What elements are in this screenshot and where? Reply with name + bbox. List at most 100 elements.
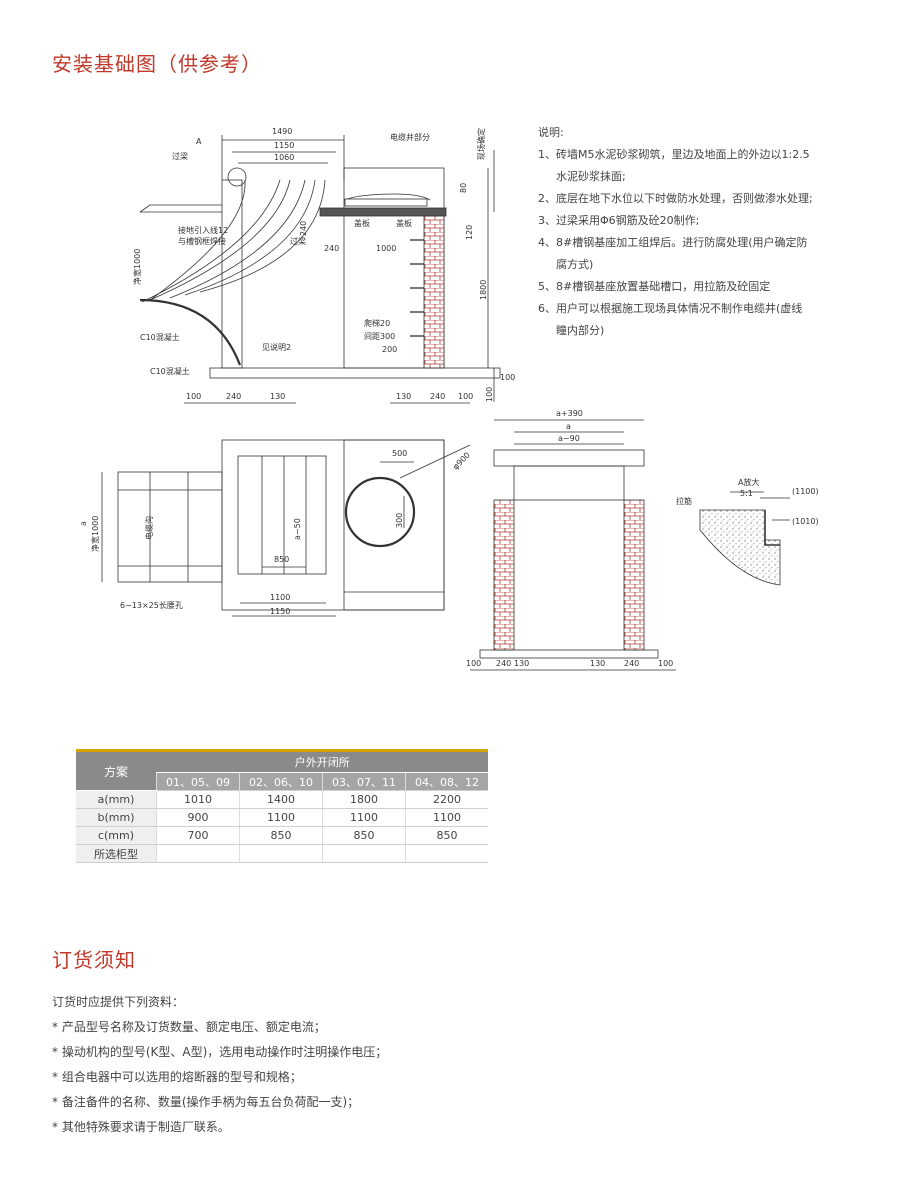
table-span-header: 户外开闭所: [156, 752, 488, 773]
section-labels: a+390 a a−90 100 240 130 130 240 100: [466, 409, 673, 668]
label-c10-2: C10混凝土: [150, 366, 190, 376]
label-A: A: [196, 137, 202, 146]
installation-drawing: A 过梁 1490 1150 1060 电缆井部分 现场确定 80 盖板 盖板 …: [79, 127, 819, 671]
dim-bot-l1: 240: [226, 392, 241, 401]
cell: 1400: [239, 790, 323, 809]
label-cable-trench: 电缆沟: [144, 516, 154, 540]
cell: 1100: [239, 808, 323, 827]
label-clear-width2: 净宽1000: [90, 516, 100, 552]
wire-note1: 接地引入线12: [178, 225, 228, 235]
note-line: 2、底层在地下水位以下时做防水处理，否则做渗水处理;: [538, 192, 813, 205]
cell: [239, 844, 323, 863]
cell: 1800: [322, 790, 406, 809]
order-item: * 其他特殊要求请于制造厂联系。: [52, 1120, 230, 1134]
label-cable-well: 电缆井部分: [390, 132, 430, 142]
note-line: 腐方式): [556, 258, 594, 271]
scheme-header: 02、06、10: [239, 772, 323, 791]
label-beam2: 过梁: [290, 236, 306, 246]
row-label: 所选柜型: [76, 844, 157, 863]
dim-sec-0: 100: [466, 659, 481, 668]
wire-note2: 与槽钢框焊接: [178, 236, 226, 246]
cell: 1010: [156, 790, 240, 809]
detail-rebar: 拉筋: [676, 496, 692, 506]
dim-sec-2: 130: [514, 659, 529, 668]
label-cover1: 盖板: [354, 218, 370, 228]
label-ladder2: 间距300: [364, 332, 395, 341]
table-top-rule: [76, 749, 488, 752]
note-line: 水泥砂浆抹面;: [556, 170, 626, 183]
label-c10-1: C10混凝土: [140, 332, 180, 342]
dim-bot-l2: 130: [270, 392, 285, 401]
order-item: * 产品型号名称及订货数量、额定电压、额定电流；: [52, 1020, 326, 1034]
scheme-header: 03、07、11: [322, 772, 406, 791]
dim-1150: 1150: [274, 141, 294, 150]
plan-view: [101, 439, 471, 617]
order-item: * 组合电器中可以选用的熔断器的型号和规格；: [52, 1070, 302, 1084]
cell: [405, 844, 488, 863]
cell: 850: [405, 826, 488, 845]
dim-1060: 1060: [274, 153, 294, 162]
label-see-note: 见说明2: [262, 342, 291, 352]
note-line: 瞳内部分): [556, 324, 605, 337]
dim-sec-5: 100: [658, 659, 673, 668]
dim-850: 850: [274, 555, 289, 564]
row-label: b(mm): [76, 808, 157, 827]
dim-bot-r1: 240: [430, 392, 445, 401]
detail-title: A放大: [738, 477, 759, 487]
dim-300: 300: [395, 513, 404, 528]
detail-1010: (1010): [792, 517, 819, 526]
dim-100-r: 100: [500, 373, 515, 382]
table-row: a(mm) 1010 1400 1800 2200: [76, 790, 488, 809]
order-item: * 备注备件的名称、数量(操作手柄为每五台负荷配一支)；: [52, 1095, 360, 1109]
detail-labels: A放大 5:1 拉筋 (1100) (1010): [676, 477, 819, 526]
note-line: 1、砖墙M5水泥砂浆砌筑，里边及地面上的外边以1:2.5: [538, 148, 810, 161]
table-row: b(mm) 900 1100 1100 1100: [76, 808, 488, 827]
section-view: [470, 419, 676, 671]
detail-1100: (1100): [792, 487, 819, 496]
dim-240: 240: [299, 221, 308, 236]
cell: 700: [156, 826, 240, 845]
note-line: 3、过梁采用Φ6钢筋及砼20制作;: [538, 214, 700, 227]
order-intro: 订货时应提供下列资料：: [52, 995, 185, 1009]
elevation-labels: A 过梁 1490 1150 1060 电缆井部分 现场确定 80 盖板 盖板 …: [132, 127, 515, 402]
order-item: * 操动机构的型号(K型、A型)，选用电动操作时注明操作电压；: [52, 1045, 388, 1059]
table-row: 所选柜型: [76, 844, 488, 863]
dim-a-minus-90: a−90: [558, 434, 580, 443]
label-a-minus-50: a−50: [293, 518, 302, 540]
dim-phi900: φ900: [451, 451, 472, 472]
dim-bot-l0: 100: [186, 392, 201, 401]
dim-1000: 1000: [376, 244, 396, 253]
label-site: 现场确定: [476, 128, 486, 160]
dim-bot-r2: 100: [458, 392, 473, 401]
cell: 1100: [405, 808, 488, 827]
cell: 1100: [322, 808, 406, 827]
cell: 850: [239, 826, 323, 845]
notes: 说明: 1、砖墙M5水泥砂浆砌筑，里边及地面上的外边以1:2.5 水泥砂浆抹面;…: [538, 122, 878, 342]
dim-sec-1: 240: [496, 659, 511, 668]
dim-120: 120: [465, 225, 474, 240]
plan-labels: 500 φ900 a 净宽1000 电缆沟 a−50 300 850 1100 …: [79, 449, 472, 616]
row-label: a(mm): [76, 790, 157, 809]
scheme-header: 04、08、12: [405, 772, 488, 791]
notes-heading: 说明:: [538, 126, 564, 139]
cell: 2200: [405, 790, 488, 809]
row-label: c(mm): [76, 826, 157, 845]
cell: [156, 844, 240, 863]
dim-80: 80: [459, 183, 468, 193]
detail-A: [699, 491, 790, 586]
spec-table: 方案 户外开闭所 01、05、09 02、06、10 03、07、11 04、0…: [76, 752, 488, 863]
dim-1800: 1800: [479, 280, 488, 300]
table-col-header: 方案: [76, 752, 157, 791]
section-title-order: 订货须知: [52, 948, 136, 972]
dim-1150b: 1150: [270, 607, 290, 616]
detail-scale: 5:1: [740, 489, 753, 498]
label-ladder1: 爬梯20: [364, 318, 390, 328]
label-a: a: [79, 521, 88, 526]
dim-200: 200: [382, 345, 397, 354]
dim-sec-4: 240: [624, 659, 639, 668]
note-line: 4、8#槽钢基座加工组焊后。进行防腐处理(用户确定防: [538, 236, 808, 249]
dim-bot-r0: 130: [396, 392, 411, 401]
dim-500: 500: [392, 449, 407, 458]
elevation-view: [139, 135, 501, 404]
cell: 850: [322, 826, 406, 845]
